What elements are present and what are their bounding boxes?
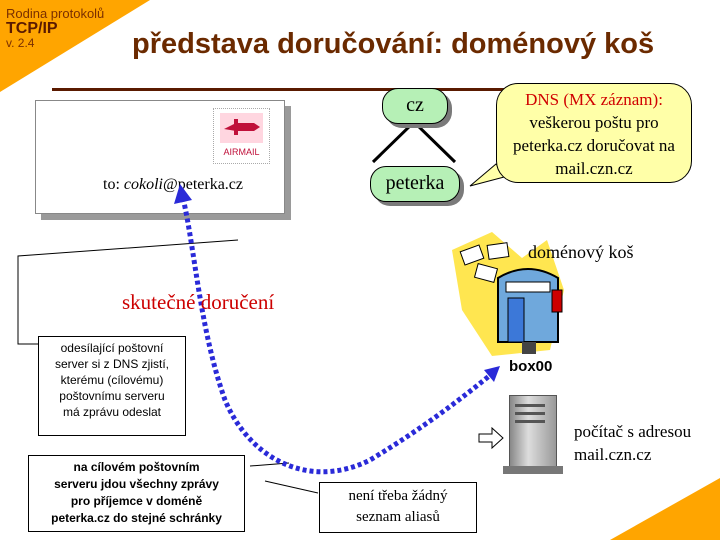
bubble-line-2: veškerou poštu pro: [529, 113, 659, 132]
protocol-name: TCP/IP: [6, 20, 58, 37]
note-line: serveru jdou všechny zprávy: [54, 477, 219, 491]
bubble-line-4: mail.czn.cz: [555, 159, 633, 178]
note-line: pro příjemce v doméně: [70, 494, 203, 508]
note-line: seznam aliasů: [356, 509, 440, 525]
mailbox-name: box00: [509, 358, 553, 375]
note-line: poštovnímu serveru: [59, 389, 165, 403]
note-sending-server: odesílající poštovní server si z DNS zji…: [38, 336, 186, 436]
protocol-header: Rodina protokolů TCP/IP v. 2.4: [6, 6, 104, 51]
tree-edge-left: [371, 120, 416, 164]
server-drive-slot: [515, 404, 545, 407]
computer-label-line-1: počítač s adresou: [574, 422, 692, 441]
server-drive-slot: [515, 412, 545, 415]
note-target-server: na cílovém poštovním serveru jdou všechn…: [28, 455, 245, 532]
callout-line-sending: [17, 239, 239, 345]
note-line: peterka.cz do stejné schránky: [51, 511, 222, 525]
note-no-alias: není třeba žádný seznam aliasů: [319, 482, 477, 533]
domain-box-label: doménový koš: [528, 242, 634, 262]
note-line: kterému (cílovému): [60, 373, 164, 387]
corner-decoration-bottom-right: [610, 478, 720, 540]
actual-delivery-label: skutečné doručení: [122, 290, 275, 314]
dns-node-cz: cz: [382, 88, 448, 124]
to-user: cokoli: [123, 176, 163, 193]
mailbox-icon: [452, 230, 582, 365]
callout-line-alias: [264, 480, 319, 494]
stamp-text: AIRMAIL: [223, 147, 259, 157]
note-line: server si z DNS zjistí,: [54, 357, 169, 371]
page-title: představa doručování: doménový koš: [132, 28, 655, 60]
title-underline: [52, 88, 532, 91]
delivery-path: [180, 197, 496, 475]
protocol-family: Rodina protokolů: [6, 6, 105, 21]
note-line: odesílající poštovní: [60, 341, 164, 355]
tree-edge-right: [412, 120, 457, 164]
version: v. 2.4: [6, 36, 35, 50]
arrow-right-icon: [478, 426, 504, 450]
bubble-line-1: DNS (MX záznam):: [525, 90, 663, 109]
note-line: není třeba žádný: [348, 488, 448, 504]
airmail-stamp-icon: AIRMAIL: [213, 108, 270, 164]
server-base: [503, 466, 563, 474]
delivery-path-end-arrow: [484, 366, 500, 382]
server-computer-icon: [509, 395, 557, 469]
delivery-path-start-arrow: [174, 184, 192, 204]
bubble-line-3: peterka.cz doručovat na: [513, 136, 675, 155]
note-line: na cílovém poštovním: [73, 460, 200, 474]
dns-node-peterka: peterka: [370, 166, 460, 202]
corner-decoration-top-left: [0, 0, 150, 92]
server-drive-slot: [515, 420, 545, 423]
computer-label-line-2: mail.czn.cz: [574, 445, 652, 464]
to-prefix: to:: [103, 176, 124, 193]
computer-label: počítač s adresou mail.czn.cz: [574, 420, 691, 466]
note-line: má zprávu odeslat: [62, 405, 162, 419]
dns-mx-bubble: DNS (MX záznam): veškerou poštu pro pete…: [496, 83, 692, 183]
